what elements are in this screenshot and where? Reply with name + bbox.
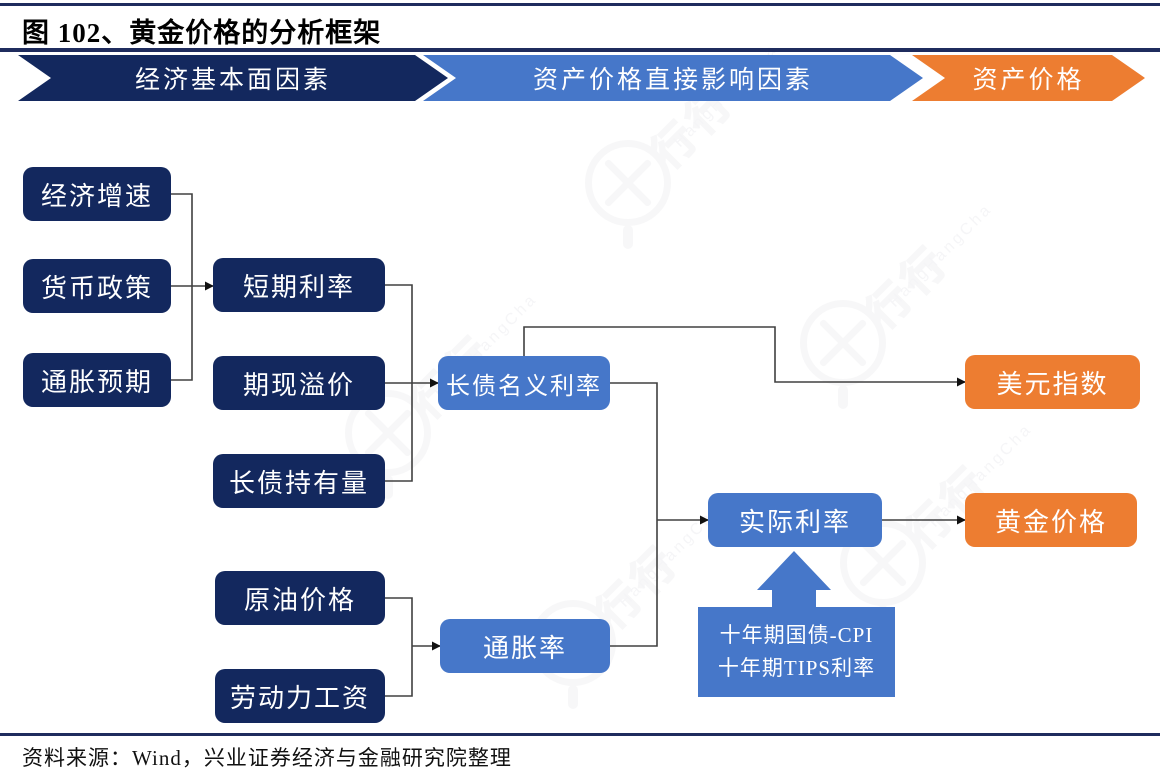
- node-gold-price: 黄金价格: [965, 493, 1137, 547]
- node-labor-wage: 劳动力工资: [215, 669, 385, 723]
- node-short-term-rate: 短期利率: [213, 258, 385, 312]
- node-inflation-rate: 通胀率: [440, 619, 610, 673]
- stage-arrow-direct-price-factors: 资产价格直接影响因素: [423, 55, 923, 101]
- source-note: 资料来源：Wind，兴业证券经济与金融研究院整理: [22, 746, 512, 770]
- node-dollar-index: 美元指数: [965, 355, 1140, 409]
- bracket-real-rate-inputs: [610, 382, 658, 647]
- note-line-2: 十年期TIPS利率: [717, 656, 876, 680]
- node-monetary-policy: 货币政策: [23, 259, 171, 313]
- note-line-1: 十年期国债-CPI: [719, 623, 874, 647]
- page-title: 图 102、黄金价格的分析框架: [22, 18, 382, 48]
- node-long-bond-holdings: 长债持有量: [213, 454, 385, 508]
- note-real-rate-proxies: 十年期国债-CPI 十年期TIPS利率: [698, 607, 895, 697]
- node-economic-growth: 经济增速: [23, 167, 171, 221]
- title-underline-rule: [0, 48, 1160, 52]
- top-border-rule: [0, 3, 1160, 6]
- node-long-bond-nominal-rate: 长债名义利率: [438, 356, 610, 410]
- node-inflation-expectation: 通胀预期: [23, 353, 171, 407]
- stage-arrow-label: 经济基本面因素: [134, 67, 331, 94]
- bracket-left-column: [171, 193, 193, 381]
- node-term-spot-premium: 期现溢价: [213, 356, 385, 410]
- stage-arrow-economic-fundamentals: 经济基本面因素: [18, 55, 448, 101]
- node-real-rate: 实际利率: [708, 493, 882, 547]
- node-crude-oil-price: 原油价格: [215, 571, 385, 625]
- note-up-arrow: [757, 551, 831, 609]
- stage-arrow-asset-price: 资产价格: [912, 55, 1145, 101]
- bottom-border-rule: [0, 733, 1160, 736]
- stage-arrow-label: 资产价格直接影响因素: [532, 67, 813, 94]
- stage-arrow-label: 资产价格: [972, 67, 1085, 94]
- bracket-inflation-inputs: [385, 597, 413, 697]
